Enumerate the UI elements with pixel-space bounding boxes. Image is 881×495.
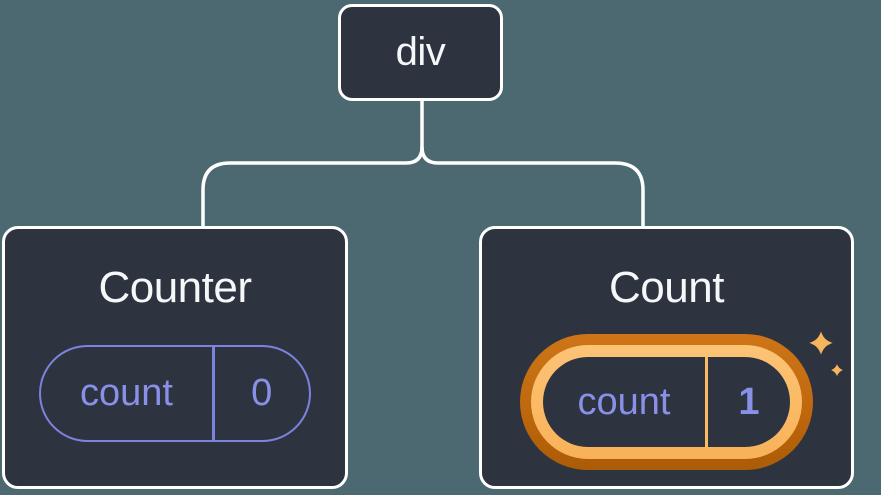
connector-right-branch: [420, 145, 645, 229]
tree-root-node: div: [338, 4, 503, 101]
root-node-label: div: [395, 30, 446, 74]
sparkles-icon: [801, 323, 850, 383]
state-pill-highlighted: count 1: [543, 357, 790, 447]
card-title: Counter: [98, 263, 252, 312]
card-title: Count: [609, 263, 724, 312]
state-pill-divider: [705, 357, 708, 447]
state-value: 1: [738, 380, 760, 423]
connector-left-branch: [201, 98, 424, 229]
sparkle-large: [801, 323, 841, 363]
highlight-ring-inner: count 1: [531, 345, 802, 459]
component-card-count: Count count 1: [479, 226, 854, 489]
state-key-label: count: [80, 372, 173, 414]
state-pill: count 0: [39, 345, 311, 442]
highlight-ring-outer: count 1: [520, 334, 813, 470]
state-pill-divider: [212, 347, 215, 440]
sparkle-small: [824, 357, 850, 383]
state-value: 0: [251, 372, 273, 414]
state-key-label: count: [577, 380, 671, 423]
component-card-counter: Counter count 0: [2, 226, 348, 489]
